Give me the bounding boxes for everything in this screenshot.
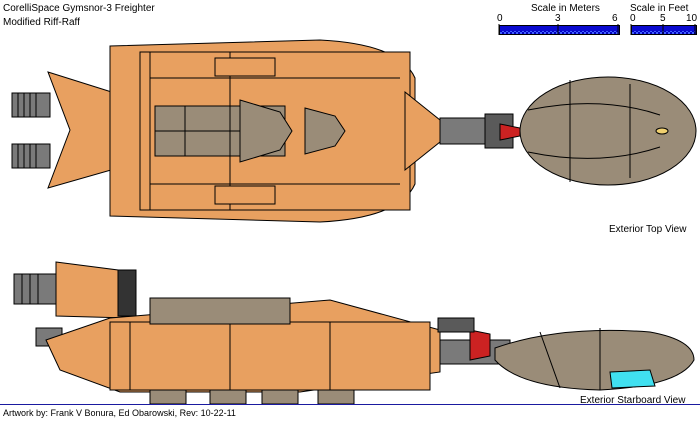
scale-meters-tick-3: 3 (555, 13, 561, 24)
scale-feet-label: Scale in Feet (630, 3, 689, 14)
footer-divider (0, 404, 700, 405)
diagram-subtitle: Modified Riff-Raff (3, 17, 80, 28)
scale-feet-tick-10: 10 (686, 13, 698, 24)
starboard-view-label: Exterior Starboard View (580, 395, 686, 406)
top-view-label: Exterior Top View (609, 224, 687, 235)
scale-feet-tick-5: 5 (660, 13, 666, 24)
scale-meters-tick-6: 6 (612, 13, 618, 24)
scale-meters-tick-0: 0 (497, 13, 503, 24)
scale-feet-tick-0: 0 (630, 13, 636, 24)
diagram-title: CorelliSpace Gymsnor-3 Freighter (3, 3, 155, 14)
starboard-view (13, 261, 695, 405)
top-view (11, 39, 697, 223)
scale-meters-label: Scale in Meters (531, 3, 600, 14)
artwork-credit: Artwork by: Frank V Bonura, Ed Obarowski… (3, 408, 236, 418)
